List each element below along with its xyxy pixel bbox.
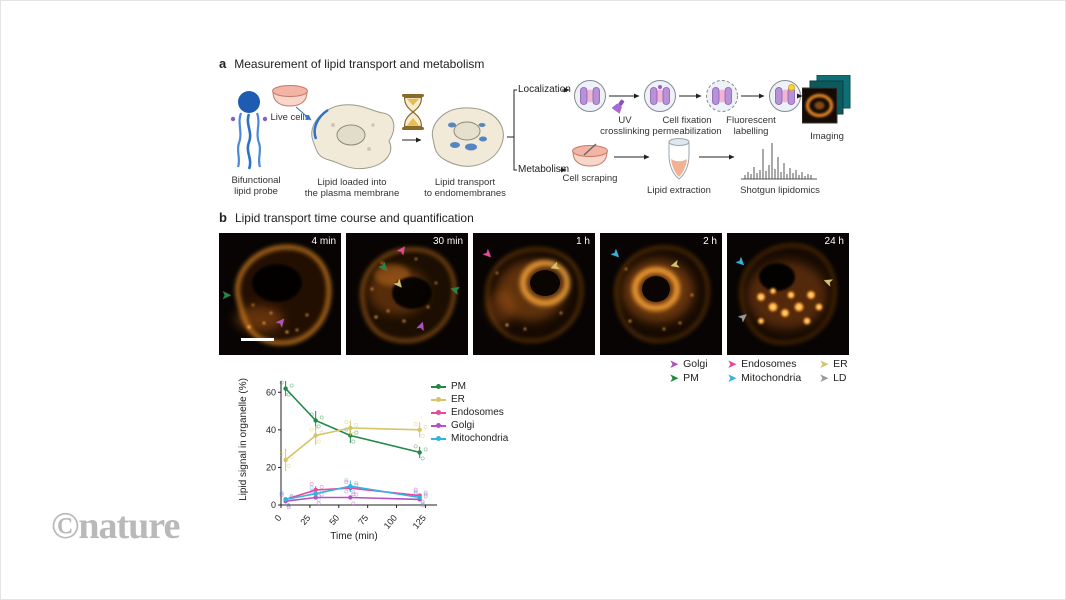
legend-label: Golgi [683, 358, 708, 370]
micrograph: 4 min ➤➤ [219, 233, 341, 355]
legend-item-ld: ➤LD [819, 372, 867, 384]
svg-text:40: 40 [266, 425, 276, 435]
membrane-crosslinked-circle-icon [644, 80, 676, 112]
chart-legend-item-endosomes: Endosomes [431, 406, 508, 419]
imaging-caption: Imaging [810, 131, 844, 142]
tube-icon [668, 138, 690, 180]
nature-logo: ©nature [51, 505, 180, 547]
series-label: Mitochondria [451, 433, 509, 444]
cell-scraping-dish-icon [572, 143, 608, 167]
legend-arrow-icon: ➤ [727, 371, 738, 385]
transport-caption: Lipid transport to endomembranes [424, 177, 506, 200]
panel-a-header: a Measurement of lipid transport and meta… [219, 56, 484, 71]
membrane-fixed-circle-icon [706, 80, 738, 112]
membrane-labelled-circle-icon [769, 80, 801, 112]
legend-item-endosomes: ➤Endosomes [727, 358, 819, 370]
svg-text:20: 20 [266, 462, 276, 472]
uv-lamp-icon [612, 99, 625, 114]
series-marker-icon [431, 422, 446, 428]
series-label: Golgi [451, 420, 475, 431]
legend-arrow-icon: ➤ [669, 371, 680, 385]
probe-caption: Bifunctional lipid probe [231, 175, 281, 198]
svg-text:25: 25 [298, 513, 312, 527]
series-marker-icon [431, 435, 446, 441]
legend-label: Mitochondria [741, 372, 802, 384]
legend-label: LD [833, 372, 847, 384]
timestamp: 2 h [703, 236, 717, 247]
chart-legend-item-er: ER [431, 393, 508, 406]
micrograph-image [615, 246, 709, 342]
fluorescent-labelling-caption: Fluorescent labelling [726, 115, 776, 138]
panel-a-title: Measurement of lipid transport and metab… [234, 57, 485, 71]
legend-arrow-icon: ➤ [727, 357, 738, 371]
timestamp: 24 h [824, 236, 844, 247]
membrane-probe-circle-icon [574, 80, 606, 112]
series-label: Endosomes [451, 407, 504, 418]
micrograph-image [360, 247, 456, 343]
image-stack-icon [802, 75, 851, 124]
localization-branch-label: Localization [518, 84, 571, 95]
svg-text:50: 50 [327, 513, 341, 527]
hourglass-icon [402, 94, 424, 130]
chart-legend-item-mitochondria: Mitochondria [431, 432, 508, 445]
series-label: ER [451, 394, 465, 405]
svg-text:100: 100 [382, 513, 399, 531]
legend-label: Endosomes [741, 358, 797, 370]
cell-scraping-caption: Cell scraping [562, 173, 618, 184]
panel-b-header: b Lipid transport time course and quantif… [219, 210, 474, 225]
series-marker-icon [431, 383, 446, 389]
cell-transport-icon [431, 107, 504, 167]
uv-crosslinking-caption: UV crosslinking [600, 115, 650, 138]
chart-legend-item-pm: PM [431, 380, 508, 393]
svg-text:60: 60 [266, 387, 276, 397]
cell-fixation-caption: Cell fixation permeabilization [652, 115, 722, 138]
timestamp: 1 h [576, 236, 590, 247]
timestamp: 30 min [432, 236, 463, 247]
petri-dish-icon [272, 85, 308, 107]
series-marker-icon [431, 409, 446, 415]
micrograph-image [486, 248, 583, 342]
organelle-signal-chart: 0 20 40 60 0 25 50 75 100 125 [266, 380, 437, 531]
series-label: PM [451, 381, 466, 392]
micrograph-image [235, 245, 331, 345]
organelle-arrow-er: ➤ [667, 256, 682, 273]
legend-label: ER [833, 358, 848, 370]
chart-y-axis-label: Lipid signal in organelle (%) [238, 378, 249, 501]
svg-text:75: 75 [356, 513, 370, 527]
metabolism-branch-label: Metabolism [518, 164, 570, 175]
panel-a-label: a [219, 56, 227, 71]
micrograph: 24 h ➤➤➤ [727, 233, 849, 355]
scale-bar [241, 338, 274, 341]
legend-arrow-icon: ➤ [669, 357, 680, 371]
chart-x-axis-label: Time (min) [330, 531, 378, 542]
svg-text:0: 0 [271, 500, 276, 510]
chart-legend-item-golgi: Golgi [431, 419, 508, 432]
legend-label: PM [683, 372, 699, 384]
legend-item-pm: ➤PM [669, 372, 727, 384]
image-arrow-legend: ➤Golgi➤Endosomes➤ER➤PM➤Mitochondria➤LD [669, 358, 867, 384]
timestamp: 4 min [311, 236, 336, 247]
micrograph: 1 h ➤➤ [473, 233, 595, 355]
micrograph-image [740, 244, 836, 344]
panel-b-title: Lipid transport time course and quantifi… [234, 211, 474, 225]
micrograph: 30 min ➤➤➤➤➤ [346, 233, 468, 355]
legend-arrow-icon: ➤ [819, 371, 830, 385]
legend-arrow-icon: ➤ [819, 357, 830, 371]
svg-text:125: 125 [411, 513, 428, 531]
cell-loaded-icon [311, 104, 395, 170]
legend-item-golgi: ➤Golgi [669, 358, 727, 370]
legend-item-mitochondria: ➤Mitochondria [727, 372, 819, 384]
organelle-arrow-pm: ➤ [221, 288, 232, 303]
micrograph: 2 h ➤➤ [600, 233, 722, 355]
panel-b-label: b [219, 210, 227, 225]
shotgun-lipidomics-caption: Shotgun lipidomics [740, 185, 820, 196]
legend-item-er: ➤ER [819, 358, 867, 370]
mass-spectrum-icon [741, 143, 817, 180]
svg-text:0: 0 [273, 513, 284, 523]
lipid-probe-icon [230, 91, 268, 170]
lipid-extraction-caption: Lipid extraction [647, 185, 711, 196]
series-marker-icon [431, 396, 446, 402]
loaded-caption: Lipid loaded into the plasma membrane [304, 177, 400, 200]
